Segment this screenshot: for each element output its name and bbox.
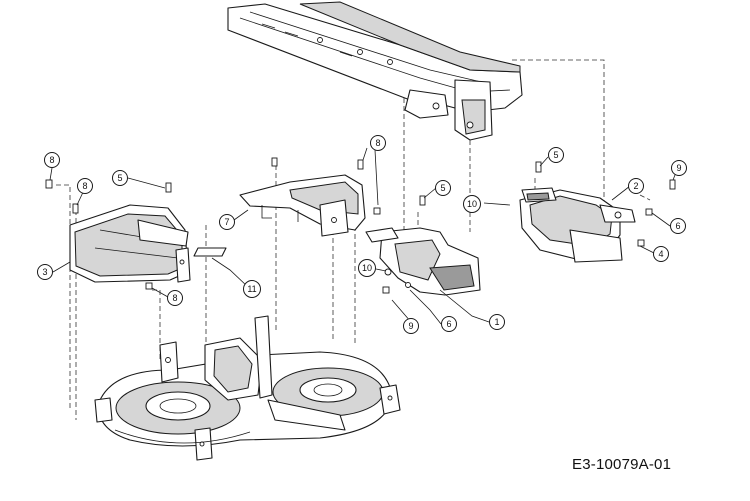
- fasteners: [45, 157, 676, 294]
- callout-7: 7: [219, 214, 235, 230]
- callout-2: 2: [628, 178, 644, 194]
- callout-11: 11: [243, 280, 261, 298]
- svg-text:6: 6: [675, 221, 680, 231]
- callout-1: 1: [489, 314, 505, 330]
- callout-8-bottom-left: 8: [167, 290, 183, 306]
- svg-text:11: 11: [247, 284, 256, 294]
- svg-text:8: 8: [375, 138, 380, 148]
- svg-text:3: 3: [42, 267, 47, 277]
- callout-3: 3: [37, 264, 53, 280]
- callout-4: 4: [653, 246, 669, 262]
- svg-text:7: 7: [224, 217, 229, 227]
- chute-bracket: [365, 227, 481, 296]
- callout-8-top-left: 8: [44, 152, 60, 168]
- svg-text:8: 8: [82, 181, 87, 191]
- callout-10-center: 10: [358, 259, 376, 277]
- svg-text:2: 2: [633, 181, 638, 191]
- callout-10-right: 10: [463, 195, 481, 213]
- svg-text:8: 8: [49, 155, 54, 165]
- mower-deck: [94, 315, 401, 461]
- svg-text:8: 8: [172, 293, 177, 303]
- deflector-left: [69, 204, 227, 283]
- svg-text:5: 5: [553, 150, 558, 160]
- callout-5-left: 5: [112, 170, 128, 186]
- callout-9-right: 9: [671, 160, 687, 176]
- svg-text:5: 5: [117, 173, 122, 183]
- svg-text:6: 6: [446, 319, 451, 329]
- svg-text:1: 1: [494, 317, 499, 327]
- deflector-center: [239, 174, 366, 237]
- deflector-right: [519, 187, 636, 263]
- mower-frame: [227, 1, 523, 141]
- svg-text:5: 5: [440, 183, 445, 193]
- svg-text:9: 9: [676, 163, 681, 173]
- callout-6-center: 6: [441, 316, 457, 332]
- callout-8-left: 8: [77, 178, 93, 194]
- svg-text:10: 10: [467, 199, 477, 209]
- callout-8-top-center: 8: [370, 135, 386, 151]
- callout-6-right: 6: [670, 218, 686, 234]
- drawing-code: E3-10079A-01: [572, 456, 672, 473]
- svg-text:10: 10: [362, 263, 372, 273]
- callout-5-center: 5: [435, 180, 451, 196]
- callout-9-center: 9: [403, 318, 419, 334]
- svg-text:9: 9: [408, 321, 413, 331]
- callout-5-right: 5: [548, 147, 564, 163]
- svg-text:4: 4: [658, 249, 663, 259]
